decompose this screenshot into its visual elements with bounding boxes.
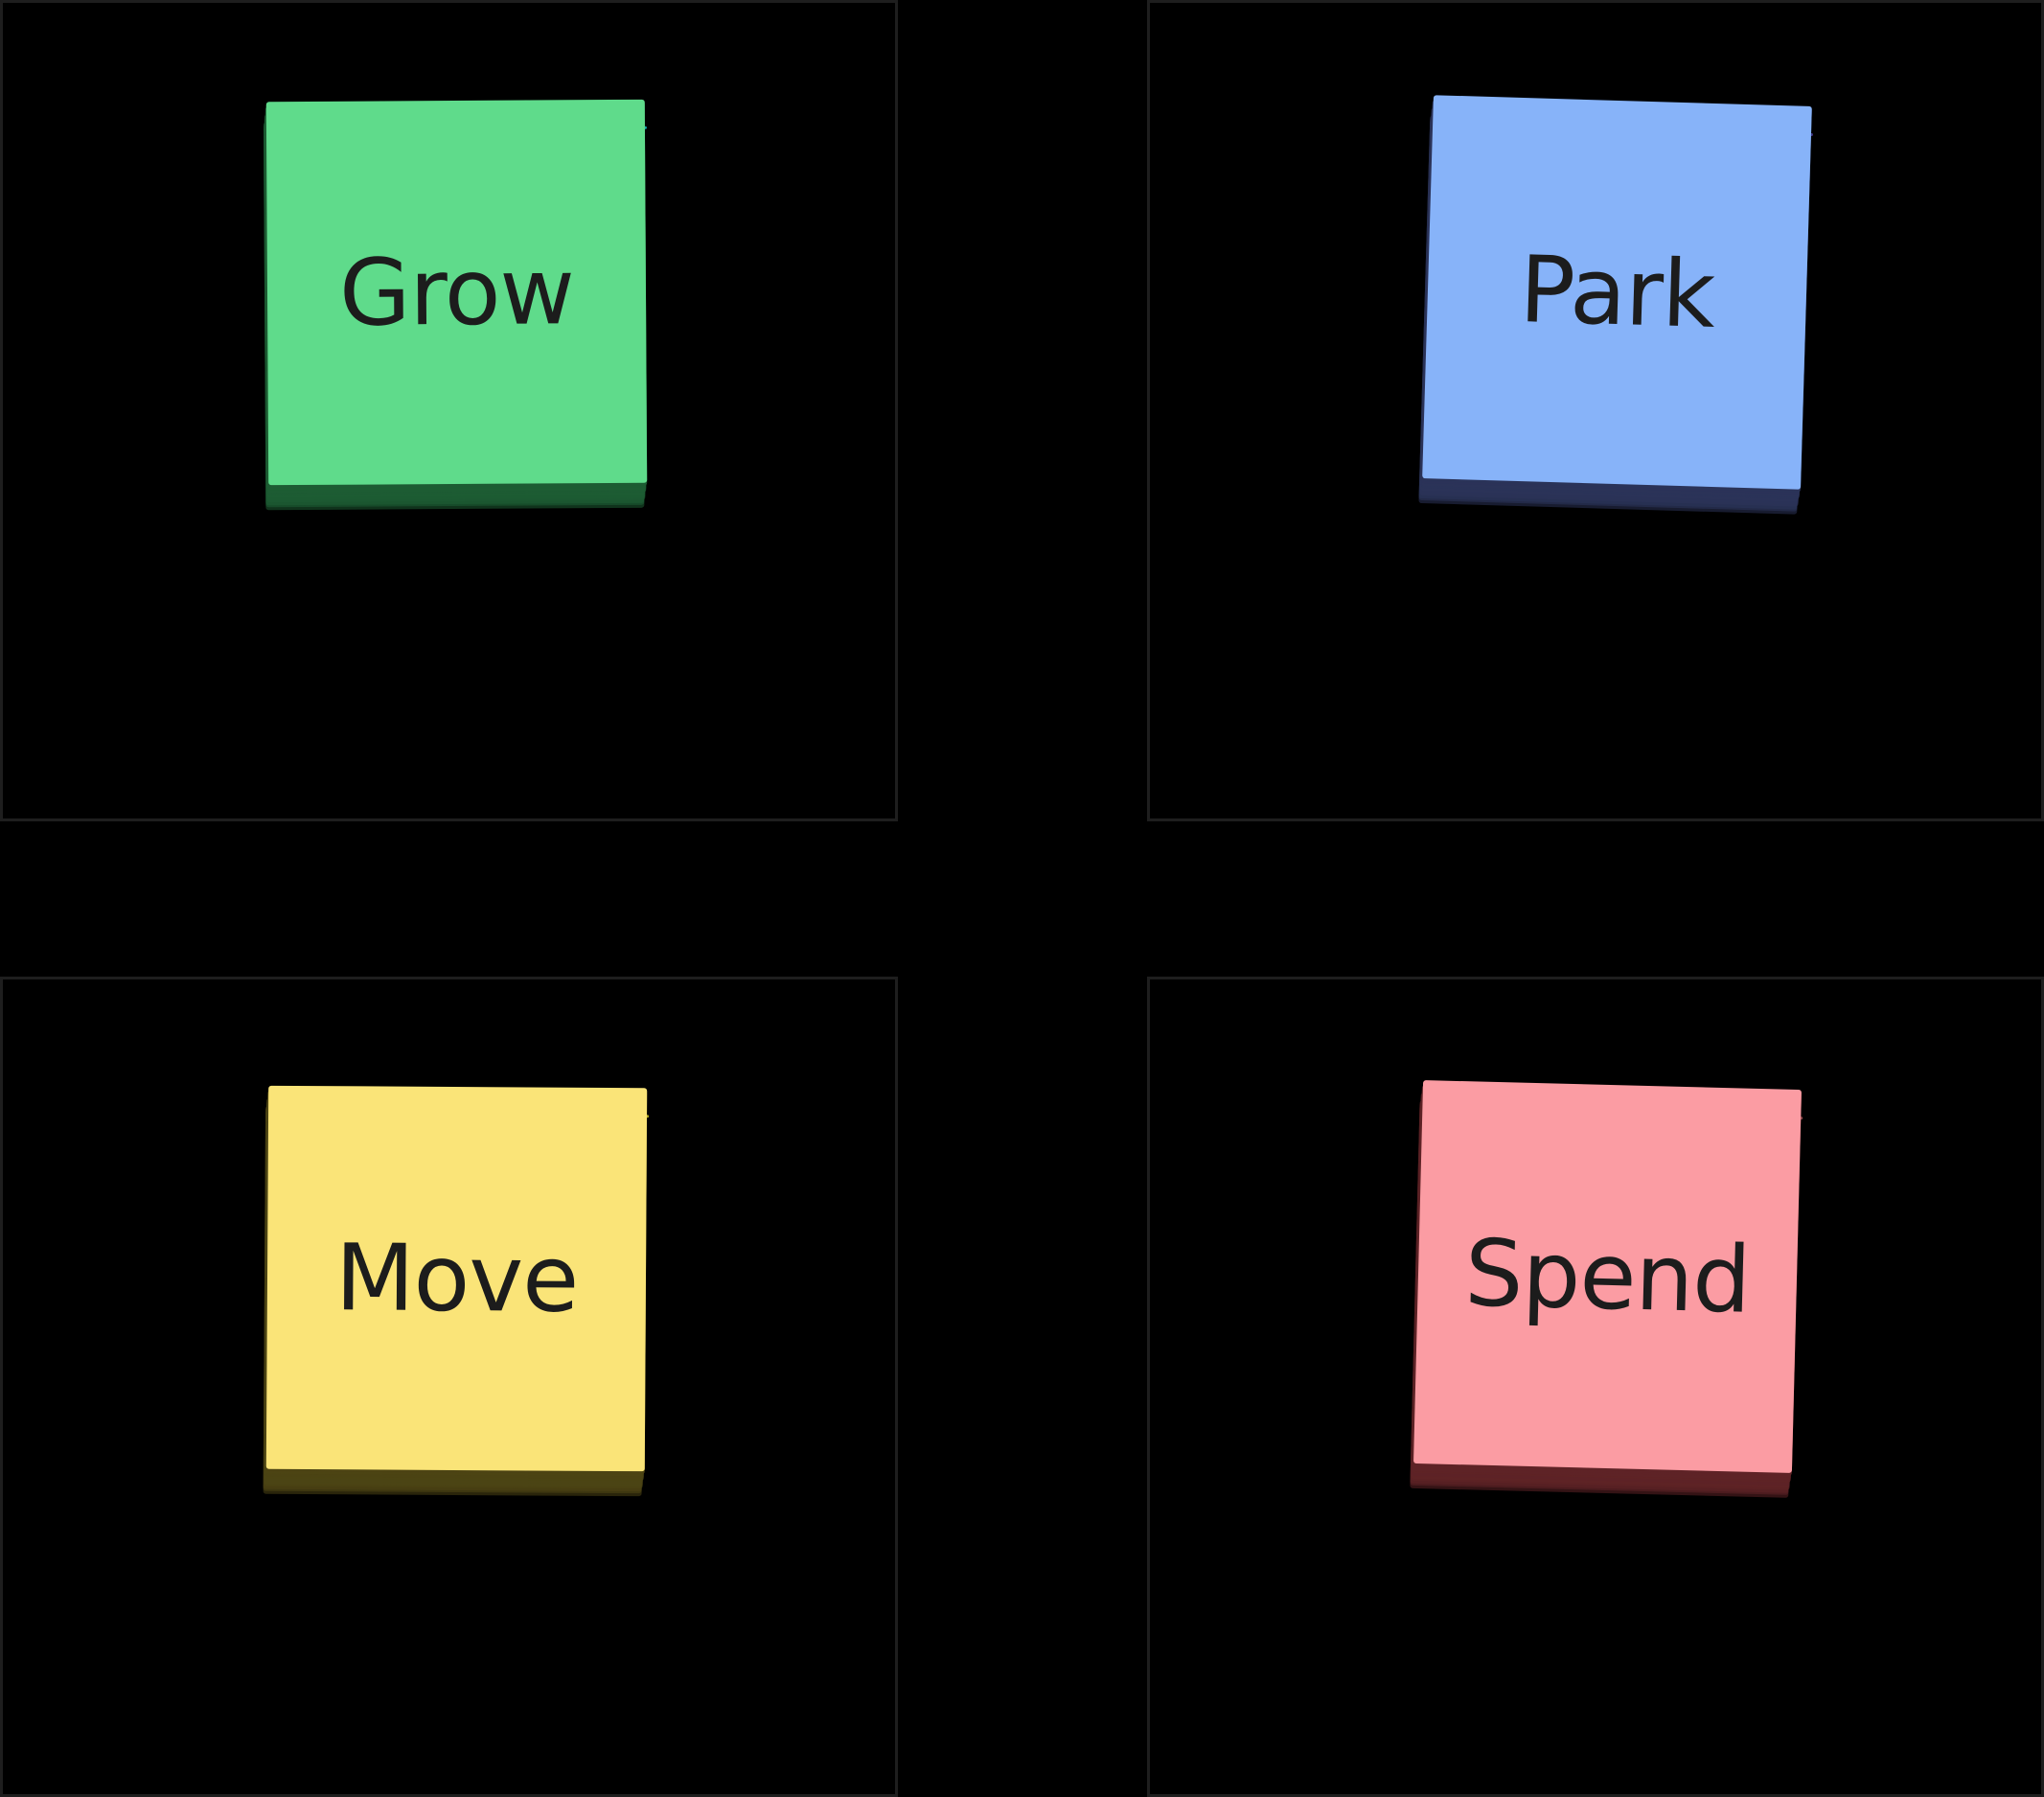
card-top-spend[interactable]: Spend <box>1412 1079 1802 1473</box>
panel-grow: Grow <box>0 0 898 821</box>
panel-spend: Spend <box>1146 976 2044 1797</box>
card-deck-grow[interactable]: Grow <box>263 99 648 511</box>
card-label-grow: Grow <box>338 238 575 347</box>
card-top-park[interactable]: Park <box>1421 95 1812 490</box>
card-top-grow[interactable]: Grow <box>265 99 648 486</box>
panel-move: Move <box>0 976 898 1797</box>
panel-park: Park <box>1146 0 2044 821</box>
card-label-spend: Spend <box>1462 1218 1752 1334</box>
card-label-park: Park <box>1517 236 1716 349</box>
card-label-move: Move <box>334 1223 579 1333</box>
card-deck-spend[interactable]: Spend <box>1409 1079 1803 1498</box>
card-deck-move[interactable]: Move <box>263 1085 650 1496</box>
card-deck-park[interactable]: Park <box>1417 95 1813 515</box>
card-top-move[interactable]: Move <box>265 1085 648 1471</box>
